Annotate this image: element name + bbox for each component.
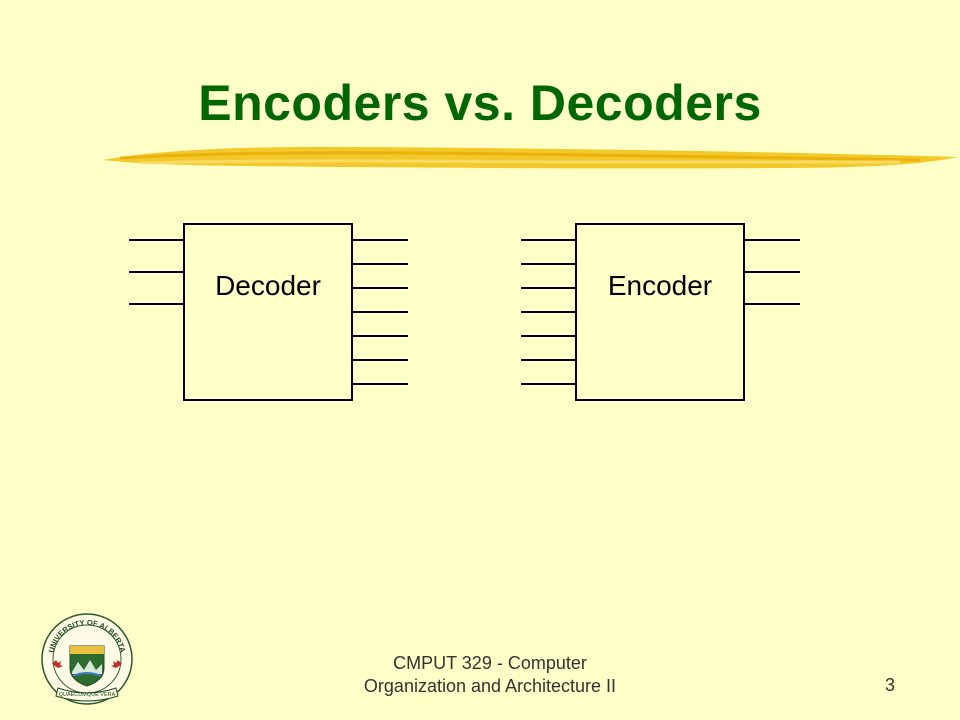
- slide-title: Encoders vs. Decoders: [198, 75, 762, 131]
- encoder-label: Encoder: [607, 270, 713, 301]
- slide-footer: CMPUT 329 - Computer Organization and Ar…: [300, 652, 680, 698]
- footer-line-2: Organization and Architecture II: [363, 676, 617, 696]
- decoder-output-lines: [352, 239, 408, 385]
- university-crest-logo: UNIVERSITY OF ALBERTA QUAECUMQUE VERA: [41, 613, 133, 705]
- decoder-label: Decoder: [215, 270, 321, 301]
- svg-text:QUAECUMQUE VERA: QUAECUMQUE VERA: [59, 692, 116, 698]
- encoder-input-lines: [521, 239, 576, 385]
- title-underline-brush: [102, 146, 958, 169]
- decoder-input-lines: [129, 239, 184, 305]
- footer-line-1: CMPUT 329 - Computer: [393, 653, 587, 673]
- encoder-block: [521, 223, 800, 401]
- page-number: 3: [884, 675, 895, 695]
- decoder-block: [129, 223, 408, 401]
- encoder-output-lines: [744, 239, 800, 305]
